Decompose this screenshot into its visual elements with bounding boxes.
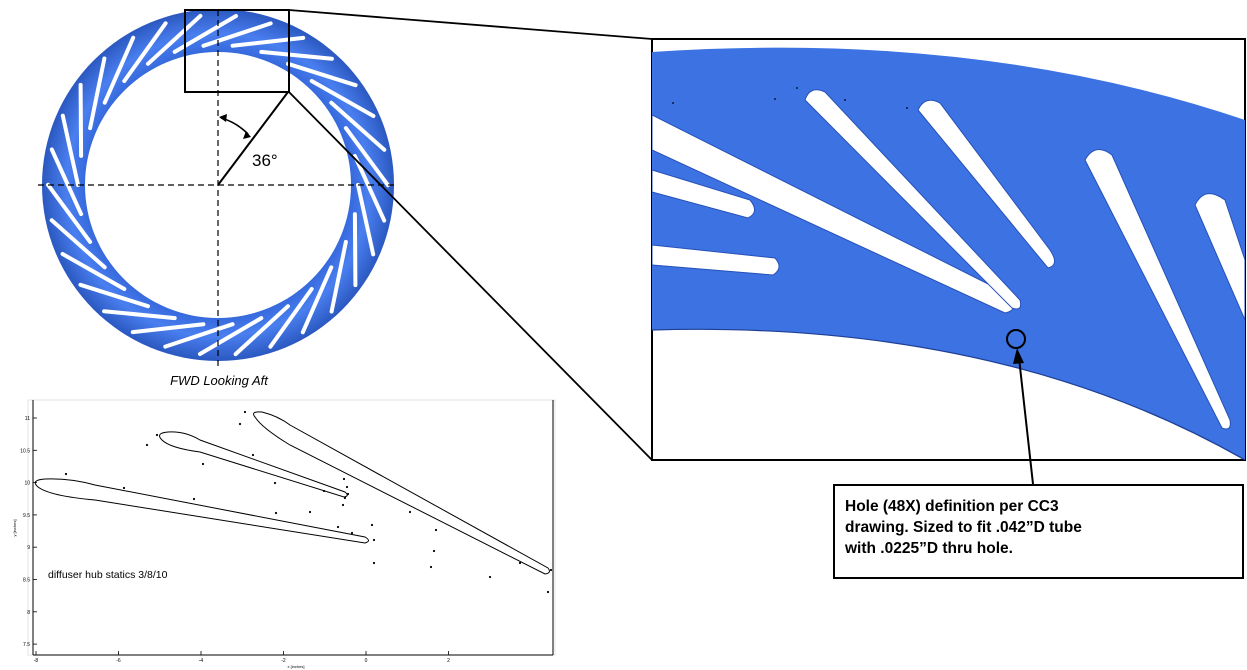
ring-slot bbox=[230, 35, 306, 48]
ring-slot bbox=[146, 13, 203, 66]
ring-slot bbox=[286, 61, 358, 88]
plot-x-tick-label: 2 bbox=[447, 658, 450, 664]
probe-point bbox=[64, 472, 68, 476]
plot-x-tick-label: -4 bbox=[199, 658, 204, 664]
ring-caption: FWD Looking Aft bbox=[170, 373, 269, 388]
ring-slot bbox=[78, 82, 84, 158]
statics-plot: 11 10.5 10 9.5 9 8.5 8 7.5 -8 -6 -4 -2 0 2 diffuser … bbox=[12, 399, 556, 669]
probe-point bbox=[251, 453, 255, 457]
probe-point bbox=[434, 528, 438, 532]
plot-y-tick-label: 8 bbox=[27, 610, 30, 616]
ring-slot bbox=[122, 21, 168, 83]
plot-y-ticks: 11 10.5 10 9.5 9 8.5 8 7.5 bbox=[20, 416, 37, 648]
ring-slot bbox=[201, 21, 273, 48]
probe-point bbox=[350, 531, 354, 535]
ring-slot bbox=[163, 322, 235, 349]
ring-slot bbox=[329, 239, 348, 314]
callout-arrow bbox=[1013, 348, 1034, 485]
plot-annotation: diffuser hub statics 3/8/10 bbox=[48, 569, 168, 581]
probe-point bbox=[201, 462, 205, 466]
probe-point bbox=[549, 568, 553, 572]
plot-x-ticks: -8 -6 -4 -2 0 2 bbox=[34, 651, 450, 664]
ring-slot bbox=[130, 322, 206, 335]
probe-point bbox=[343, 496, 347, 500]
probe-point bbox=[155, 433, 159, 437]
probe-point bbox=[243, 410, 247, 414]
probe-point bbox=[273, 481, 277, 485]
probe-point bbox=[336, 525, 340, 529]
plot-y-tick-label: 9 bbox=[27, 545, 30, 551]
probe-point bbox=[488, 575, 492, 579]
ring-slot bbox=[60, 252, 127, 291]
plot-x-tick-label: -6 bbox=[116, 658, 121, 664]
ring-slot bbox=[352, 153, 387, 223]
ring-slot bbox=[352, 212, 358, 288]
ring-slot bbox=[49, 218, 107, 270]
plot-y-tick-label: 10.5 bbox=[20, 448, 30, 454]
zoom-detail bbox=[651, 38, 1246, 461]
ring-slot bbox=[300, 265, 334, 335]
callout-box: Hole (48X) definition per CC3 drawing. S… bbox=[833, 484, 1244, 579]
angle-label: 36° bbox=[252, 151, 278, 170]
probe-point bbox=[274, 511, 278, 515]
ring-slot bbox=[102, 35, 136, 105]
ring-slot bbox=[259, 49, 334, 61]
ring-slot bbox=[49, 147, 84, 217]
ring-slot bbox=[60, 113, 80, 187]
probe-point bbox=[342, 477, 346, 481]
plot-y-tick-label: 11 bbox=[25, 416, 30, 422]
plot-y-tick-label: 10 bbox=[24, 481, 30, 487]
ring-slot bbox=[309, 79, 376, 118]
ring-slot bbox=[268, 287, 314, 349]
probe-point bbox=[145, 443, 149, 447]
ring-slot bbox=[356, 183, 376, 257]
ring-slot bbox=[329, 100, 387, 152]
plot-y-tick-label: 7.5 bbox=[23, 642, 30, 648]
probe-point bbox=[346, 492, 350, 496]
plot-x-tick-label: -8 bbox=[34, 658, 39, 664]
probe-point bbox=[322, 489, 326, 493]
ring-slot bbox=[46, 182, 93, 244]
probe-point bbox=[345, 485, 349, 489]
ring-slot bbox=[102, 309, 177, 321]
ring-slot bbox=[233, 304, 290, 357]
detail-box bbox=[184, 9, 290, 93]
angle-indicator bbox=[217, 91, 289, 186]
ring-slot bbox=[198, 316, 264, 356]
probe-point bbox=[308, 510, 312, 514]
probe-point bbox=[372, 561, 376, 565]
probe-point bbox=[429, 565, 433, 569]
hole-marker bbox=[1006, 329, 1026, 349]
zoom-slots bbox=[652, 89, 1245, 430]
plot-y-tick-label: 9.5 bbox=[23, 513, 30, 519]
probe-point bbox=[408, 510, 412, 514]
plot-axes bbox=[32, 400, 554, 656]
callout-text: Hole (48X) definition per CC3 drawing. S… bbox=[845, 498, 1082, 557]
plot-y-tick-label: 8.5 bbox=[23, 578, 30, 584]
plot-airfoils bbox=[34, 411, 550, 575]
plot-points bbox=[64, 410, 553, 594]
probe-point bbox=[372, 538, 376, 542]
zoom-specks bbox=[672, 87, 908, 109]
probe-point bbox=[546, 590, 550, 594]
probe-point bbox=[432, 549, 436, 553]
probe-point bbox=[192, 497, 196, 501]
ring-slot bbox=[343, 126, 390, 188]
zoom-leader-lines bbox=[288, 9, 653, 461]
ring-slot bbox=[78, 282, 150, 309]
probe-point bbox=[370, 523, 374, 527]
ring-slot bbox=[88, 56, 107, 131]
plot-y-label: y [inches] bbox=[12, 520, 17, 537]
probe-point bbox=[341, 503, 345, 507]
probe-point bbox=[122, 486, 126, 490]
probe-point bbox=[518, 561, 522, 565]
plot-x-label: x [inches] bbox=[288, 664, 305, 669]
plot-x-tick-label: 0 bbox=[365, 658, 368, 664]
plot-x-tick-label: -2 bbox=[281, 658, 286, 664]
probe-point bbox=[238, 422, 242, 426]
